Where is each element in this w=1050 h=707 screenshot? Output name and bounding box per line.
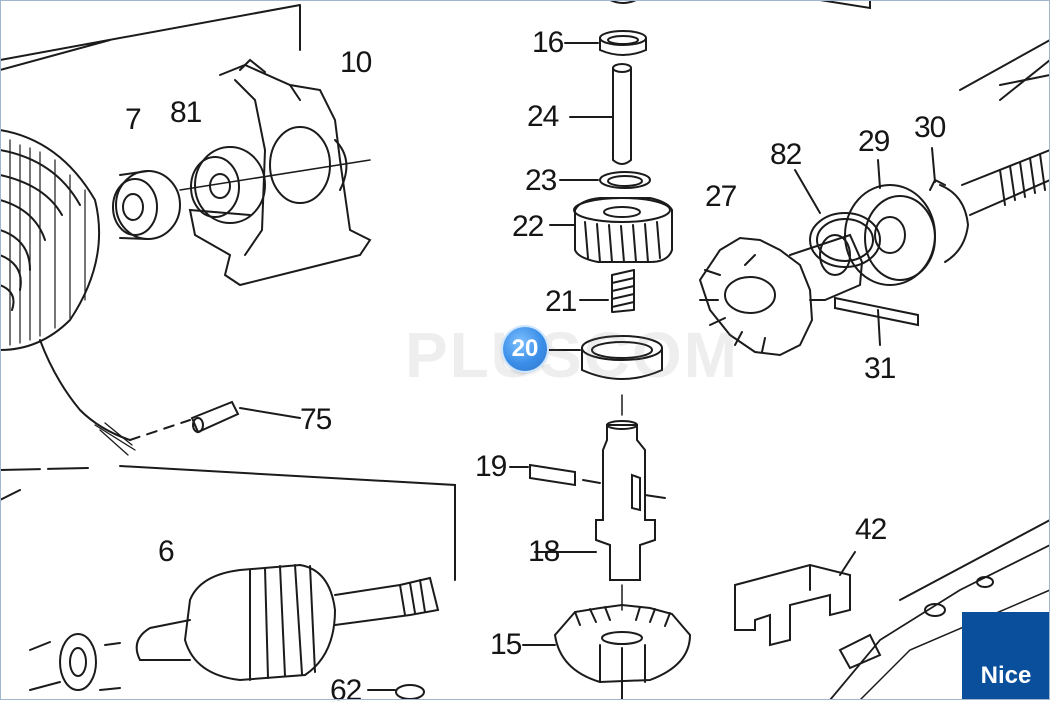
label-16: 16 [532, 26, 564, 59]
part-19-pin [529, 463, 576, 487]
part-7-bearing [112, 170, 181, 240]
part-18-shaft [595, 420, 666, 581]
motor-stator [0, 129, 101, 351]
part-31-pin [834, 296, 919, 327]
label-82: 82 [770, 138, 802, 171]
label-30: 30 [914, 111, 946, 144]
label-81: 81 [170, 96, 202, 129]
part-22-gear [573, 197, 673, 263]
part-10-endshield [188, 58, 372, 287]
part-82-ring [809, 212, 881, 268]
label-27: 27 [705, 180, 737, 213]
label-22: 22 [512, 210, 544, 243]
label-31: 31 [864, 352, 896, 385]
label-6: 6 [158, 535, 175, 568]
label-23: 23 [525, 164, 557, 197]
part-6-rotor [135, 563, 440, 682]
label-24: 24 [527, 100, 559, 133]
part-29-bearing [844, 184, 936, 286]
part-75-pin [190, 400, 240, 434]
label-19: 19 [475, 450, 507, 483]
label-7: 7 [125, 103, 142, 136]
part-15-bevel-gear [553, 603, 692, 701]
label-15: 15 [490, 628, 522, 661]
label-29: 29 [858, 125, 890, 158]
label-42: 42 [855, 513, 887, 546]
part-24-pin [612, 63, 632, 165]
brand-name: Nice [980, 662, 1032, 689]
label-75: 75 [300, 403, 332, 436]
part-81-bearing [190, 146, 266, 224]
part-21-spring [611, 269, 635, 313]
watermark-text: PLUSCOM [405, 319, 739, 391]
part-30-circlip [929, 178, 970, 263]
part-42-clip [734, 563, 851, 647]
label-21: 21 [545, 285, 577, 318]
label-10: 10 [340, 46, 372, 79]
label-18: 18 [528, 535, 560, 568]
brand-logo: Nice [962, 612, 1050, 700]
part-20-bushing [581, 335, 663, 380]
label-62: 62 [330, 674, 362, 707]
part-23-circlip [599, 171, 651, 189]
part-16-bushing [599, 0, 647, 56]
hotspot-part-20[interactable]: 20 [503, 327, 547, 371]
